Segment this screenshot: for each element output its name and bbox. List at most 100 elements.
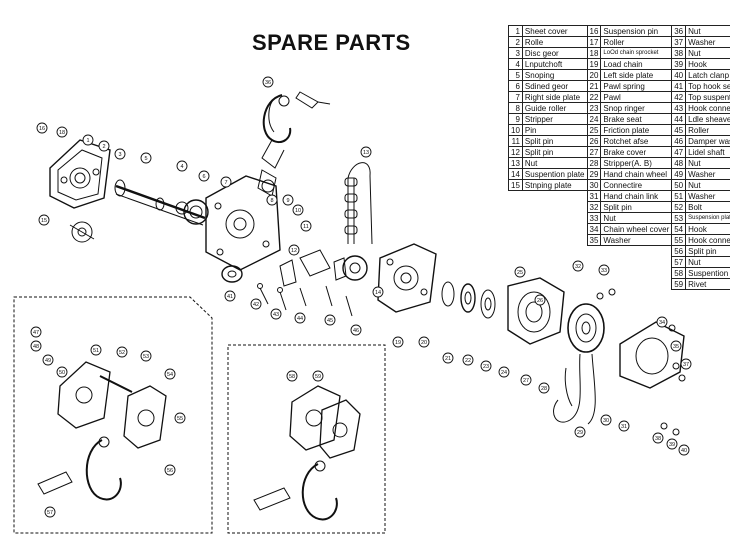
callout-number: 8 — [270, 198, 273, 204]
callout-number: 14 — [375, 290, 381, 296]
callout-circle — [514, 266, 526, 278]
callout-circle — [618, 420, 630, 432]
callout-circle — [140, 350, 152, 362]
callout-circle — [534, 294, 546, 306]
callout-circle — [270, 308, 282, 320]
callout-circle — [90, 344, 102, 356]
inset-left-hook — [37, 361, 167, 501]
left-side-plate — [377, 243, 437, 313]
callout-circle — [462, 354, 474, 366]
callout-circle — [350, 324, 362, 336]
callout-number: 52 — [119, 350, 125, 356]
brake-cover — [507, 277, 565, 345]
inset-frame-left — [13, 296, 213, 534]
hand-chain-wheel — [567, 303, 605, 353]
callout-number: 49 — [45, 358, 51, 364]
callout-number: 39 — [669, 442, 675, 448]
callout-circle — [164, 368, 176, 380]
callout-number: 46 — [353, 328, 359, 334]
callout-number: 42 — [253, 302, 259, 308]
callout-number: 34 — [659, 320, 665, 326]
callout-number: 30 — [603, 418, 609, 424]
callout-number: 22 — [465, 358, 471, 364]
hand-chain — [553, 353, 596, 425]
part-name: Stnping plate — [521, 179, 588, 191]
callout-number: 27 — [523, 378, 529, 384]
callout-number: 24 — [501, 370, 507, 376]
callout-number: 26 — [537, 298, 543, 304]
callout-number: 40 — [681, 448, 687, 454]
callout-circle — [116, 346, 128, 358]
callout-circle — [176, 160, 188, 172]
callout-circle — [250, 298, 262, 310]
callout-number: 54 — [167, 372, 173, 378]
callout-circle — [480, 360, 492, 372]
input-shaft — [114, 179, 206, 226]
callout-circle — [30, 340, 42, 352]
callout-circle — [282, 194, 294, 206]
callout-number: 20 — [421, 340, 427, 346]
callout-number: 53 — [143, 354, 149, 360]
callout-circle — [600, 414, 612, 426]
guide-roller — [221, 265, 243, 283]
callout-circle — [312, 370, 324, 382]
callout-number: 58 — [289, 374, 295, 380]
callout-circle — [360, 146, 372, 158]
callout-circle — [520, 374, 532, 386]
callout-number: 35 — [673, 344, 679, 350]
callout-circle — [30, 326, 42, 338]
callout-circle — [44, 506, 56, 518]
callout-number: 5 — [144, 156, 147, 162]
callout-circle — [42, 354, 54, 366]
callout-circle — [38, 214, 50, 226]
callout-number: 10 — [295, 208, 301, 214]
callout-circle — [498, 366, 510, 378]
load-chain — [344, 162, 373, 245]
callout-circle — [266, 194, 278, 206]
callout-circle — [666, 438, 678, 450]
callout-number: 55 — [177, 416, 183, 422]
part-name: Left side plate — [600, 69, 673, 81]
callout-circle — [670, 340, 682, 352]
callout-number: 2 — [102, 144, 105, 150]
callout-circle — [294, 312, 306, 324]
callout-circle — [680, 358, 692, 370]
callout-number: 32 — [575, 264, 581, 270]
callout-number: 1 — [86, 138, 89, 144]
callout-number: 16 — [39, 126, 45, 132]
callout-number: 33 — [601, 268, 607, 274]
callout-circle — [286, 370, 298, 382]
callout-number: 38 — [655, 436, 661, 442]
part-number: 59 — [671, 278, 687, 290]
callout-number: 12 — [291, 248, 297, 254]
callout-number: 11 — [303, 224, 309, 230]
inset-frame-middle — [227, 344, 386, 534]
callout-circle — [678, 444, 690, 456]
callout-number: 7 — [224, 180, 227, 186]
splined-gear — [175, 199, 209, 225]
callout-number: 56 — [167, 468, 173, 474]
callout-circle — [56, 126, 68, 138]
callout-circle — [300, 220, 312, 232]
callout-circle — [36, 122, 48, 134]
top-hook — [257, 91, 331, 197]
callout-circle — [288, 244, 300, 256]
callout-number: 36 — [265, 80, 271, 86]
brake-seat — [441, 281, 496, 319]
callout-number: 21 — [445, 356, 451, 362]
disc-gear — [69, 221, 95, 243]
callout-number: 37 — [683, 362, 689, 368]
callout-circle — [418, 336, 430, 348]
